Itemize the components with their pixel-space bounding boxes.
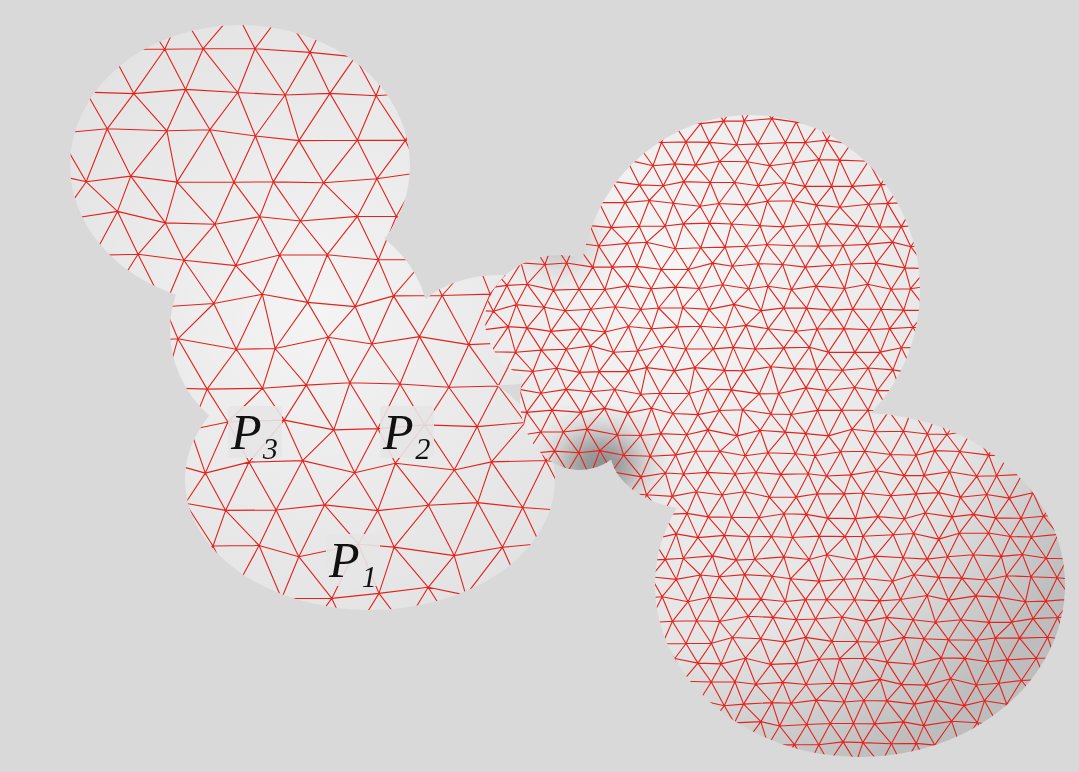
triangle-mesh: [467, 97, 1079, 772]
right-lobes: [400, 0, 1079, 772]
point-label: P₁: [326, 534, 380, 586]
point-label: P₃: [228, 406, 282, 458]
point-label: P₂: [380, 406, 434, 458]
